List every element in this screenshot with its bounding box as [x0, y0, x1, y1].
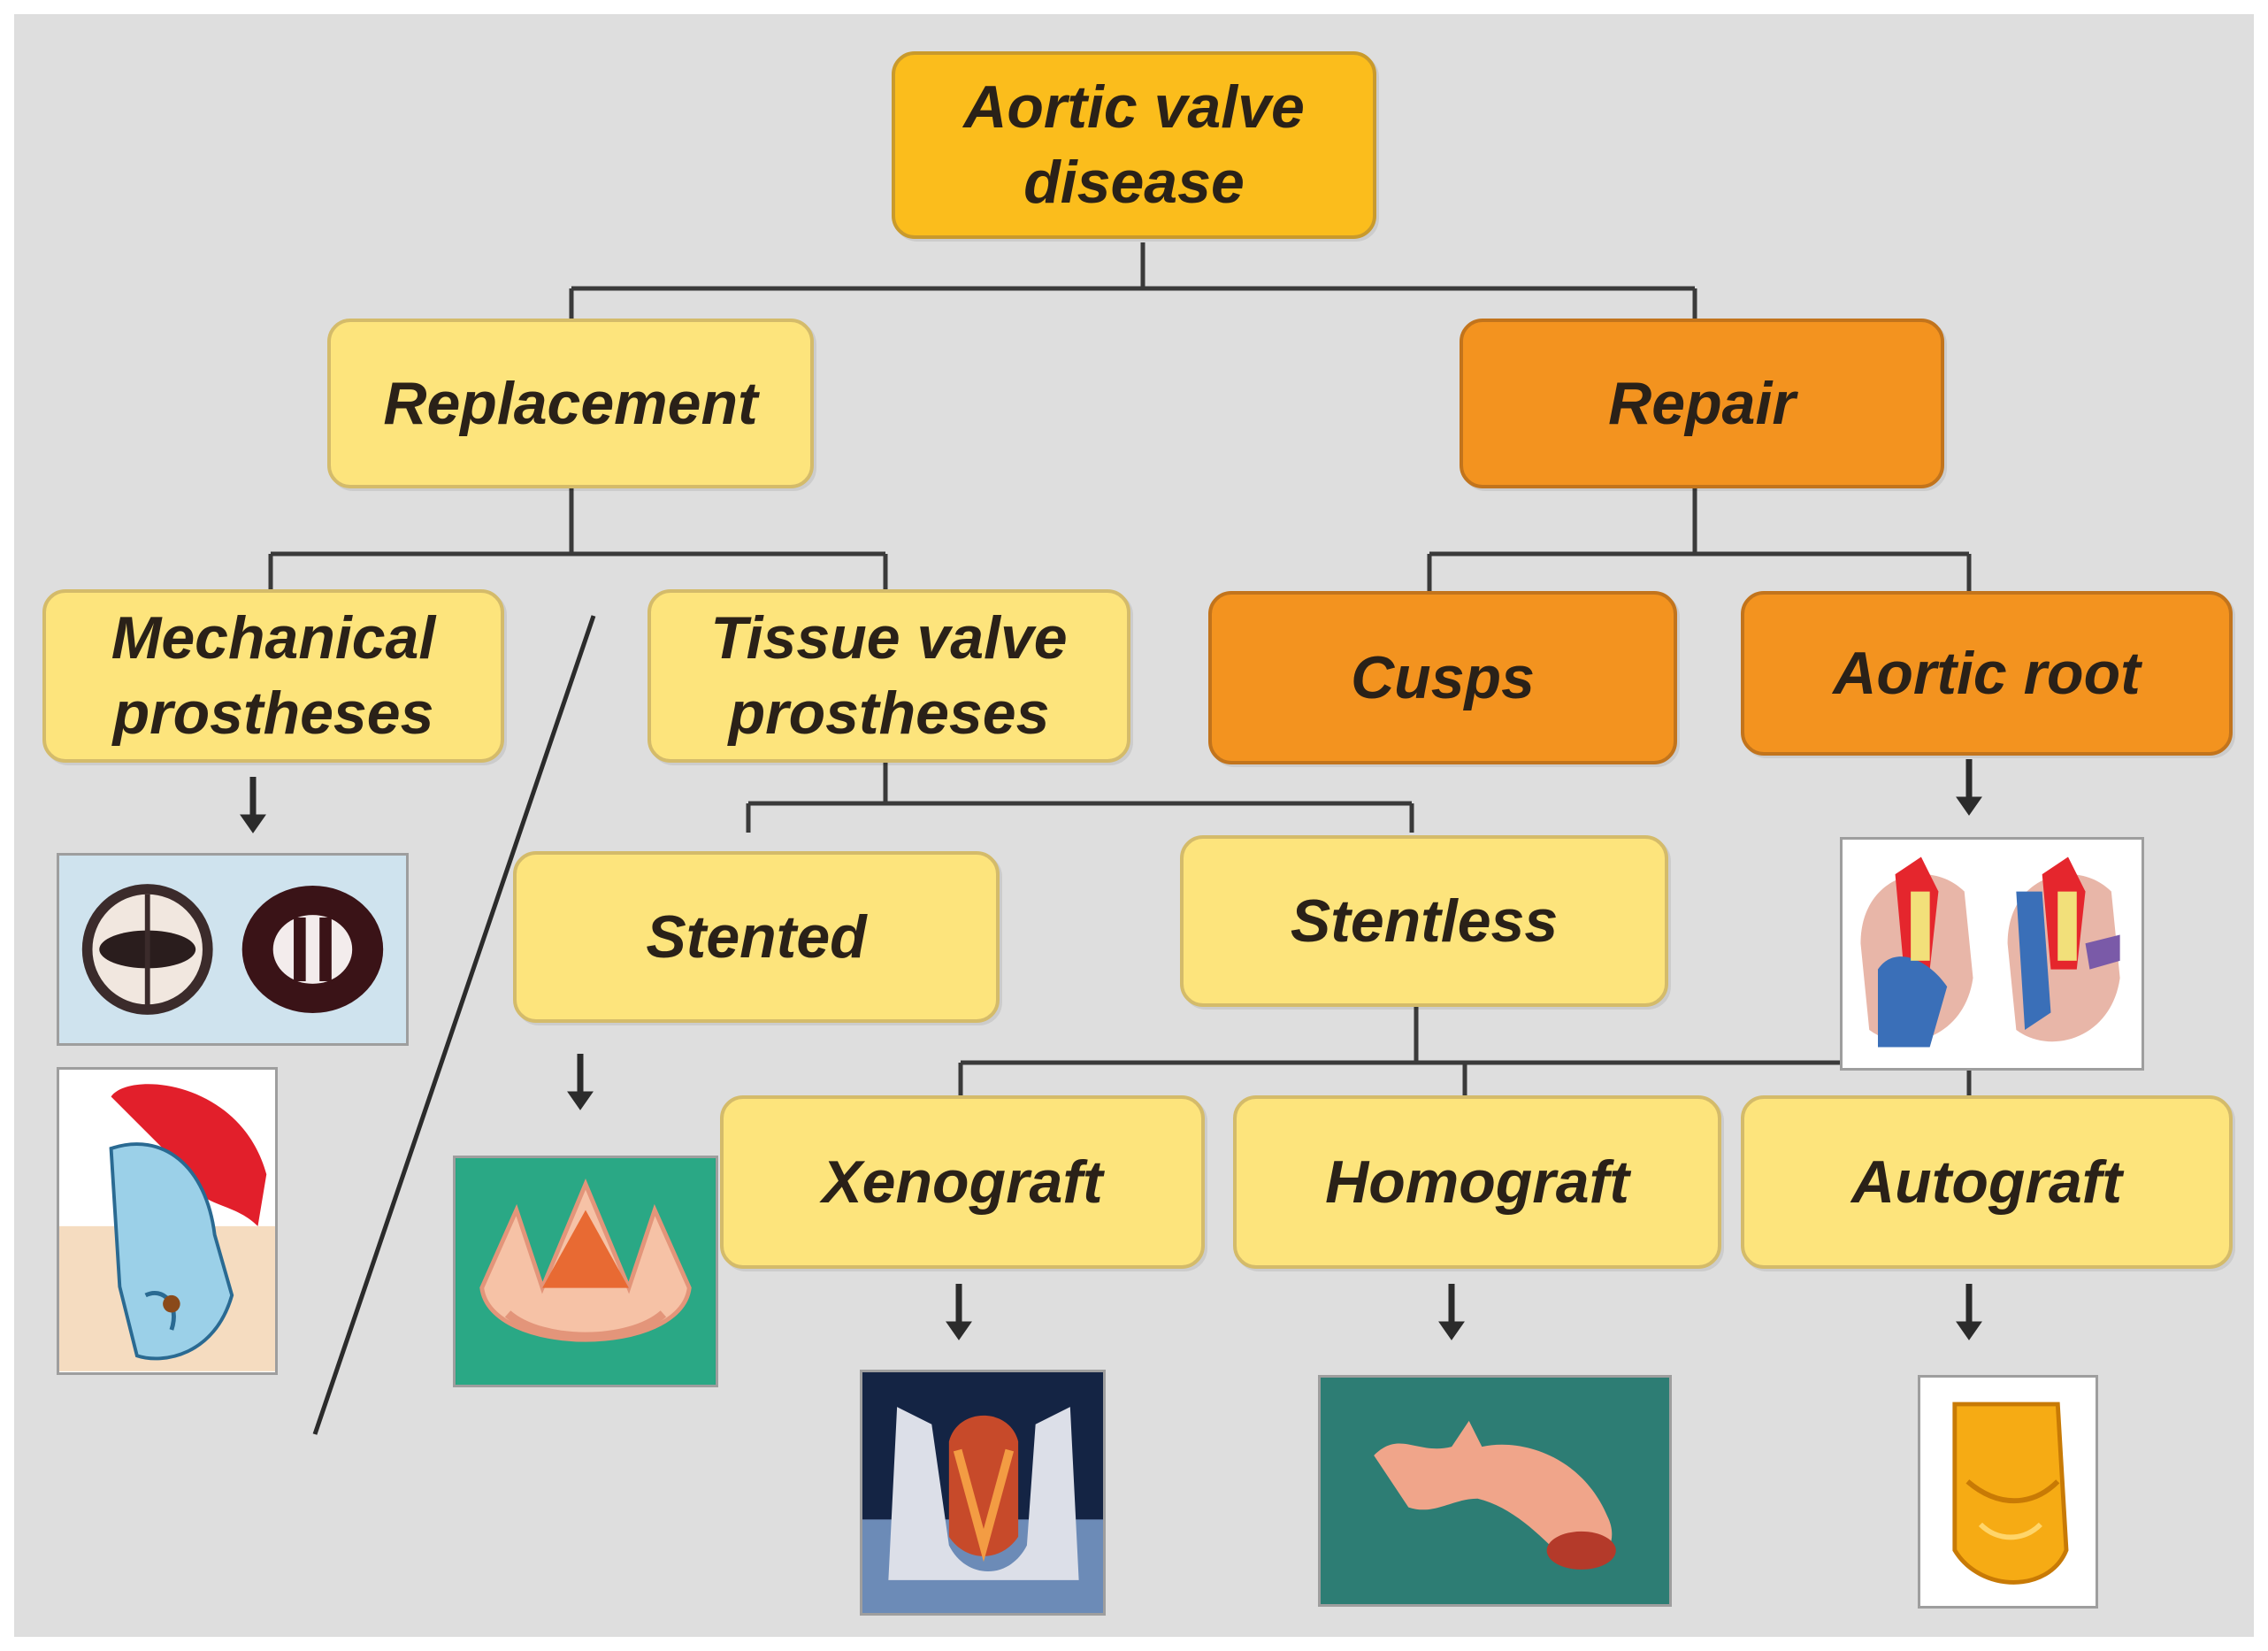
node-homograft[interactable]: Homograft: [1233, 1095, 1721, 1269]
mechanical-heart-illustration: [57, 1067, 278, 1375]
node-aortic-valve-disease[interactable]: Aortic valve disease: [892, 51, 1376, 239]
node-mechanical-prostheses[interactable]: Mechanical prostheses: [42, 589, 504, 763]
node-cusps[interactable]: Cusps: [1208, 591, 1677, 764]
node-aortic-root[interactable]: Aortic root: [1741, 591, 2233, 756]
connector-lines: [240, 242, 1982, 1435]
mechanical-valves-image: [57, 853, 409, 1046]
diagram-canvas: Aortic valve disease Replacement Repair …: [14, 14, 2254, 1637]
node-xenograft[interactable]: Xenograft: [720, 1095, 1205, 1269]
xenograft-valve-image: [860, 1370, 1106, 1616]
homograft-image: [1318, 1375, 1672, 1607]
stented-valve-image: [453, 1156, 718, 1387]
autograft-image: [1918, 1375, 2098, 1609]
node-stented[interactable]: Stented: [513, 851, 1000, 1023]
aortic-root-images: [1840, 837, 2144, 1071]
node-replacement[interactable]: Replacement: [327, 319, 814, 488]
node-autograft[interactable]: Autograft: [1741, 1095, 2233, 1269]
node-tissue-valve-prostheses[interactable]: Tissue valve prostheses: [647, 589, 1130, 763]
node-stentless[interactable]: Stentless: [1180, 835, 1668, 1007]
node-repair[interactable]: Repair: [1460, 319, 1944, 488]
